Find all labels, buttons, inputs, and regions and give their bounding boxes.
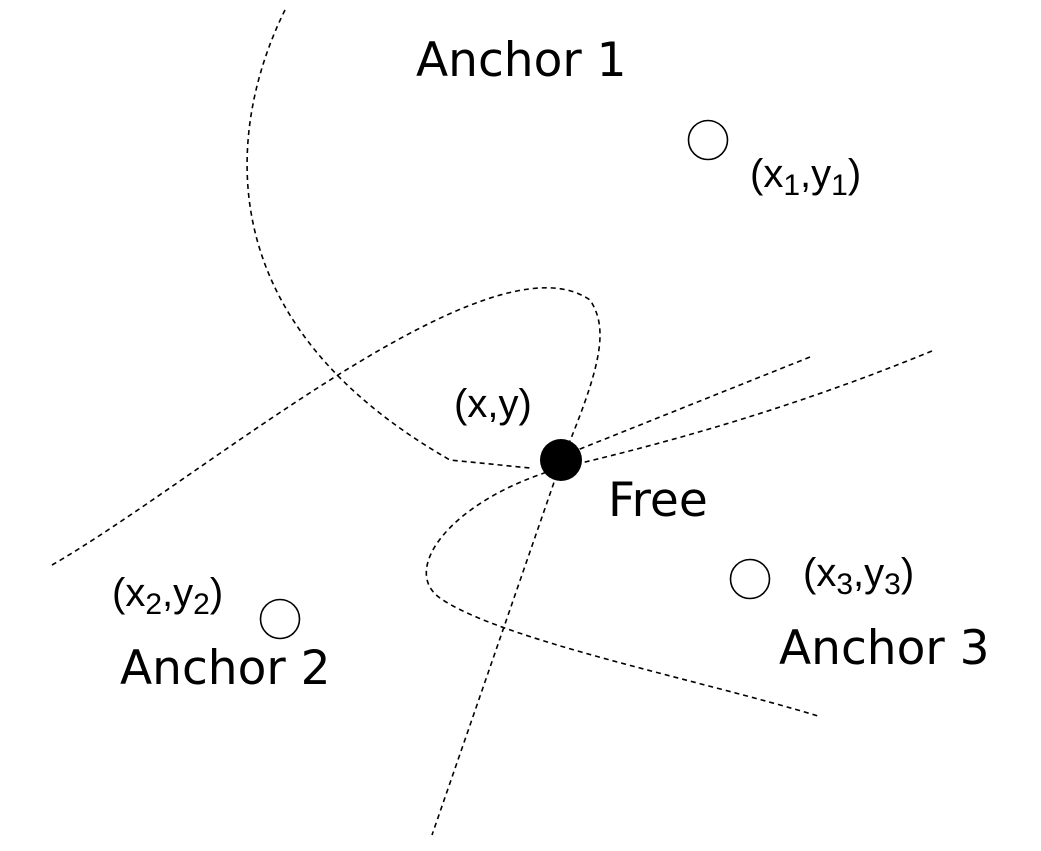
anchor-3-coordinates: (x3,y3) [803,551,914,601]
anchor-1-coordinates: (x1,y1) [750,152,861,202]
anchor-3-name: Anchor 3 [779,621,990,676]
anchor-2: Anchor 2 (x2,y2) [112,571,331,696]
free-node: Free (x,y) [454,382,708,528]
anchor-3-marker [729,558,771,600]
anchor-1: Anchor 1 (x1,y1) [416,33,861,202]
anchor-2-marker [259,598,301,640]
anchor-3: Anchor 3 (x3,y3) [729,551,990,676]
anchor-2-name: Anchor 2 [120,641,331,696]
anchor-1-name: Anchor 1 [416,33,627,88]
curve-anchor-2-branch [51,287,601,836]
curves [51,9,933,836]
free-node-name: Free [608,473,708,528]
curve-anchor-1-branch [246,9,531,469]
anchor-2-coordinates: (x2,y2) [112,571,223,621]
free-node-coordinates: (x,y) [454,382,532,426]
curve-anchor-3-branch [425,350,933,717]
anchor-1-marker [687,119,729,161]
free-node-marker [540,439,582,481]
